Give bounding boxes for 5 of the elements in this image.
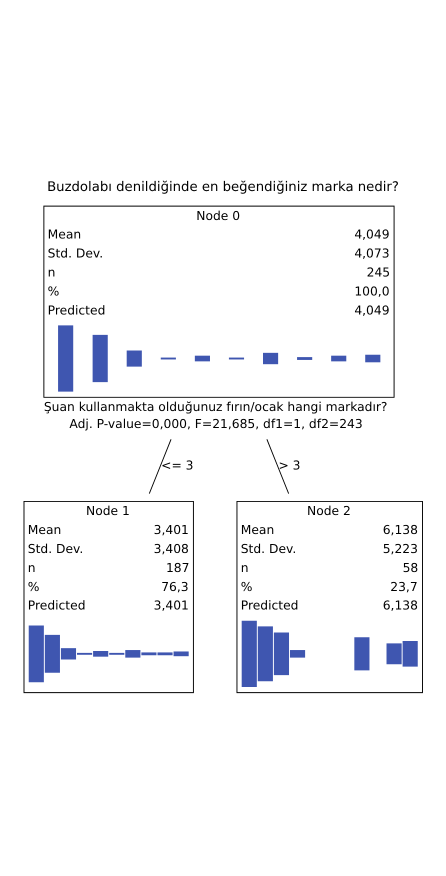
edge-label: > 3 [278, 458, 301, 472]
edge-label: <= 3 [161, 458, 194, 472]
node-label: Şuan kullanmakta olduğunuz fırın/ocak hangi markadır? [44, 399, 388, 414]
node-label: Adj. P-value=0,000, F=21,685, df1=1, df2=243 [69, 416, 363, 430]
diagram-title: Buzdolabı denildiğinde en beğendiğiniz marka nedir? [47, 180, 399, 195]
